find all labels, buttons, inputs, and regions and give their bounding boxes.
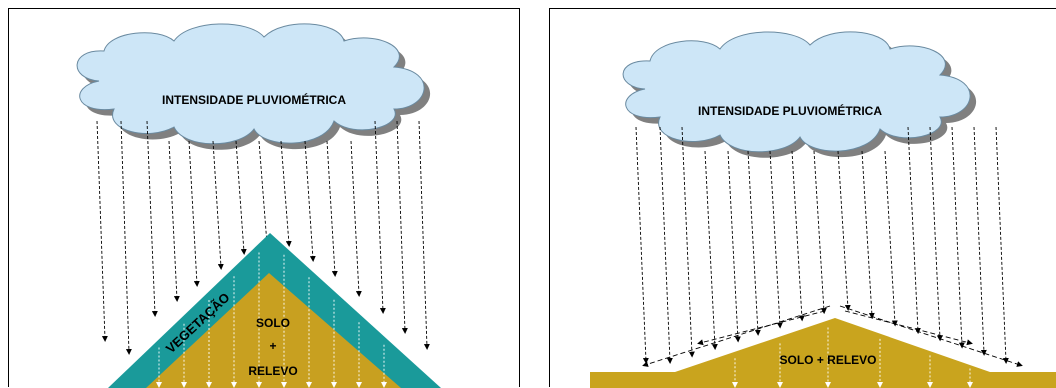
rain-arrow bbox=[258, 140, 270, 247]
rain-arrow bbox=[642, 305, 831, 367]
rain-arrow bbox=[635, 126, 649, 364]
rain-arrows bbox=[635, 126, 1009, 364]
rain-arrow bbox=[396, 120, 408, 334]
rain-arrow bbox=[235, 140, 247, 255]
rain-arrow bbox=[96, 120, 108, 342]
rain-arrow bbox=[704, 150, 718, 351]
rain-arrow bbox=[146, 120, 158, 317]
rain-arrows bbox=[96, 120, 430, 355]
rain-arrow bbox=[791, 150, 805, 322]
plus-label: + bbox=[269, 339, 276, 353]
soil-relief-layer bbox=[590, 318, 1056, 388]
rain-arrow bbox=[212, 140, 224, 270]
right-diagram-svg: INTENSIDADE PLUVIOMÉTRICA SOLO + RELEVO bbox=[590, 31, 1056, 388]
rain-arrow bbox=[304, 140, 316, 262]
rain-arrow bbox=[659, 126, 673, 364]
rain-arrow bbox=[837, 150, 851, 311]
rain-arrow bbox=[418, 120, 430, 350]
cloud-label: INTENSIDADE PLUVIOMÉTRICA bbox=[698, 103, 882, 118]
soil-label: SOLO bbox=[256, 316, 290, 330]
rain-arrow bbox=[374, 120, 386, 314]
rain-arrow bbox=[844, 310, 973, 346]
rain-arrow bbox=[280, 140, 292, 247]
cloud-body bbox=[76, 23, 425, 145]
left-diagram-svg: INTENSIDADE PLUVIOMÉTRICA VEGETAÇÃO SOLO… bbox=[76, 23, 441, 388]
cloud: INTENSIDADE PLUVIOMÉTRICA bbox=[76, 23, 431, 150]
rain-arrow bbox=[951, 126, 965, 349]
cloud: INTENSIDADE PLUVIOMÉTRICA bbox=[622, 31, 977, 158]
rain-arrow bbox=[907, 126, 921, 335]
rain-arrow bbox=[884, 150, 898, 327]
rain-arrow bbox=[697, 310, 826, 346]
rain-arrow bbox=[681, 126, 695, 358]
cloud-label: INTENSIDADE PLUVIOMÉTRICA bbox=[162, 92, 346, 107]
rain-arrow bbox=[995, 126, 1009, 364]
cloud-body bbox=[622, 31, 971, 153]
rain-arrow bbox=[813, 150, 827, 315]
rain-arrow bbox=[769, 150, 783, 329]
rain-arrow bbox=[929, 126, 943, 342]
rain-arrow bbox=[168, 140, 180, 302]
rain-arrow bbox=[861, 150, 875, 319]
rain-arrow bbox=[973, 126, 987, 356]
rain-arrow bbox=[188, 140, 200, 287]
soil-layer bbox=[146, 273, 401, 388]
soil-relief-label: SOLO + RELEVO bbox=[779, 353, 876, 367]
rain-arrow bbox=[350, 140, 362, 297]
runoff-arrows bbox=[642, 305, 1023, 367]
rain-arrow bbox=[120, 120, 132, 355]
relief-label: RELEVO bbox=[248, 364, 297, 378]
right-diagram-panel: INTENSIDADE PLUVIOMÉTRICA SOLO + RELEVO bbox=[549, 8, 1056, 388]
infiltration-arrows bbox=[732, 327, 973, 388]
rain-arrow bbox=[727, 150, 741, 343]
left-diagram-panel: INTENSIDADE PLUVIOMÉTRICA VEGETAÇÃO SOLO… bbox=[8, 8, 520, 388]
infiltration-arrows bbox=[156, 252, 387, 388]
rain-arrow bbox=[326, 140, 338, 277]
rain-arrow bbox=[747, 150, 761, 336]
